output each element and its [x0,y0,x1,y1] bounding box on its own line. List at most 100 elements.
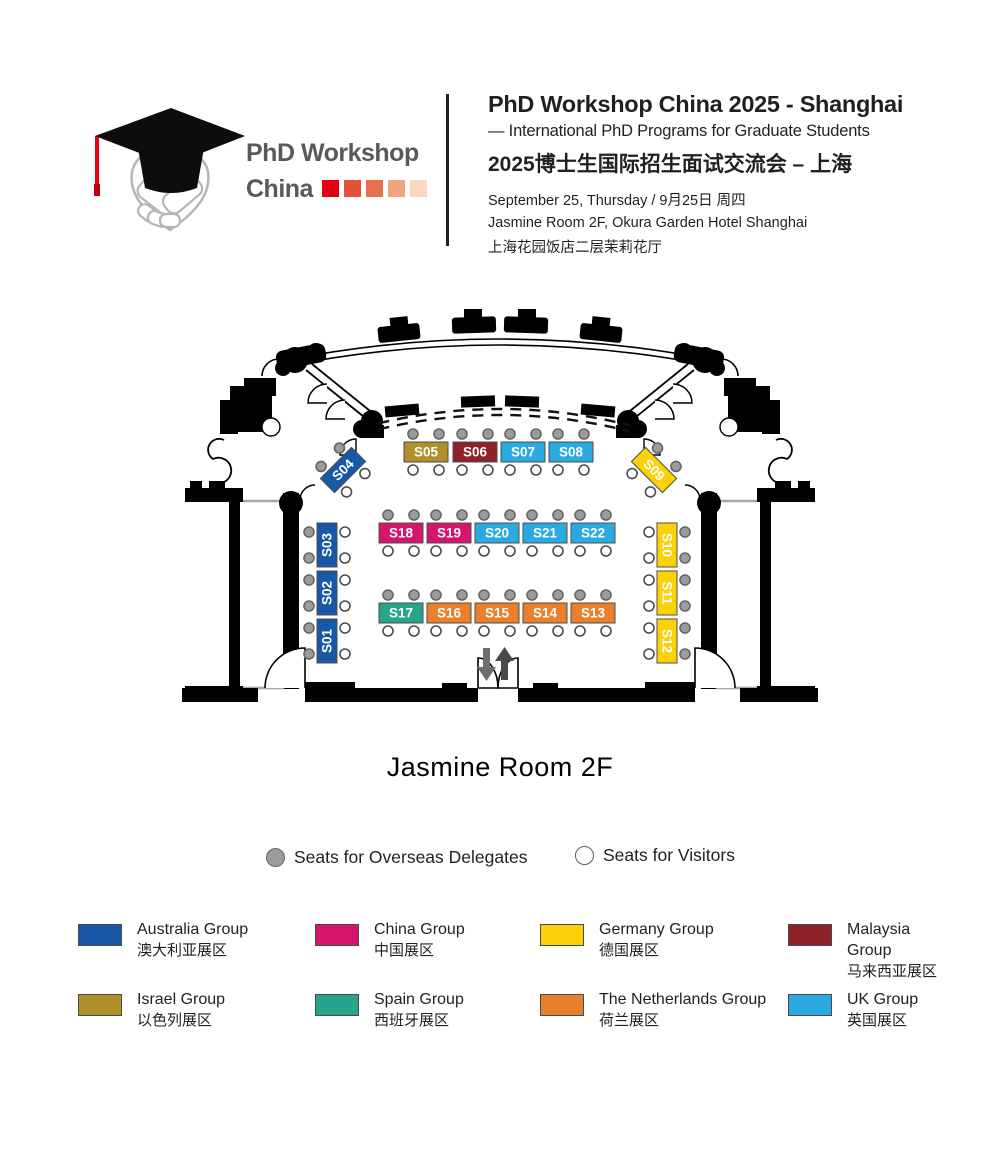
seat-overseas-delegate [303,648,315,660]
table-label-S16: S16 [437,606,462,621]
seat-overseas-delegate [670,460,682,473]
seat-legend-overseas: Seats for Overseas Delegates [266,847,527,868]
table-S21: S21 [522,509,568,557]
table-S13: S13 [570,589,616,637]
seat-visitor [504,464,516,476]
table-rect-S22 [570,522,616,544]
table-S01: S01 [303,618,351,664]
seat-overseas-delegate [315,460,327,473]
seat-visitor [643,552,655,564]
seat-overseas-delegate [303,622,315,634]
legend-name-en-netherlands: The Netherlands Group [599,991,767,1008]
logo-wordmark: PhD Workshop China [246,138,427,206]
logo-square-2 [343,180,361,198]
seat-visitor [643,648,655,660]
seat-overseas-delegate [382,589,394,601]
seat-overseas-delegate [526,509,538,521]
table-S06: S06 [452,428,498,476]
table-label-S02: S02 [320,581,335,605]
event-subtitle: — International PhD Programs for Graduat… [488,122,870,140]
seat-visitor [339,622,351,634]
seat-overseas-delegate [552,509,564,521]
legend-name-cn-netherlands: 荷兰展区 [599,1011,660,1029]
seat-visitor [382,625,394,637]
table-rect-S19 [426,522,472,544]
table-label-S15: S15 [485,606,510,621]
table-S20: S20 [474,509,520,557]
legend-name-cn-china: 中国展区 [374,941,435,959]
legend-name-cn-israel: 以色列展区 [137,1011,213,1029]
table-rect-S01 [316,618,338,664]
seat-overseas-delegate [504,509,516,521]
seat-overseas-delegate [574,589,586,601]
logo-text-line1: PhD Workshop [246,139,419,167]
table-rect-S20 [474,522,520,544]
seat-visitor [530,464,542,476]
table-label-S08: S08 [559,445,584,460]
table-label-S10: S10 [660,533,675,557]
seat-visitor [600,545,612,557]
table-S08: S08 [548,428,594,476]
legend-swatch-israel [78,994,122,1016]
seat-visitor [552,545,564,557]
table-S16: S16 [426,589,472,637]
table-S14: S14 [522,589,568,637]
table-rect-S16 [426,602,472,624]
entrance-arrows [477,647,514,681]
legend-name-en-germany: Germany Group [599,921,714,938]
seat-visitor [408,625,420,637]
table-rect-S18 [378,522,424,544]
table-S11: S11 [643,570,691,616]
table-rect-S09 [630,446,678,494]
table-S04: S04 [315,442,371,498]
legend-swatch-malaysia [788,924,832,946]
seat-visitor [340,486,353,498]
seat-visitor [478,545,490,557]
table-rect-S21 [522,522,568,544]
bottom-wall [182,682,818,702]
legend-swatch-uk [788,994,832,1016]
table-S19: S19 [426,509,472,557]
overseas-seat-icon [266,848,285,867]
seat-visitor [504,545,516,557]
legend-name-en-australia: Australia Group [137,921,249,938]
table-S03: S03 [303,522,351,568]
seat-visitor [456,464,468,476]
seat-visitor [600,625,612,637]
table-rect-S02 [316,570,338,616]
table-label-S20: S20 [485,526,509,541]
seat-visitor [430,625,442,637]
seat-overseas-delegate [504,428,516,440]
table-S10: S10 [643,522,691,568]
seat-visitor [339,648,351,660]
seat-visitor [456,625,468,637]
table-label-S11: S11 [660,581,675,605]
seat-visitor [382,545,394,557]
seat-overseas-delegate [504,589,516,601]
table-label-S14: S14 [533,606,558,621]
table-label-S05: S05 [414,445,439,460]
title-block: PhD Workshop China 2025 - Shanghai — Int… [488,91,993,257]
table-label-S18: S18 [389,526,414,541]
table-rect-S04 [319,446,367,494]
event-venue: Jasmine Room 2F, Okura Garden Hotel Shan… [488,215,808,231]
seat-overseas-delegate [303,552,315,564]
floorplan-architecture [182,309,818,702]
table-label-S17: S17 [389,606,413,621]
seat-visitor [643,600,655,612]
legend-swatch-australia [78,924,122,946]
seat-overseas-delegate [482,428,494,440]
legend-name-cn-uk: 英国展区 [847,1011,908,1029]
seat-overseas-delegate [679,574,691,586]
table-label-S21: S21 [533,526,558,541]
seat-overseas-delegate [600,509,612,521]
legend-name-cn-spain: 西班牙展区 [374,1011,450,1029]
table-label-S19: S19 [437,526,461,541]
floorplan: S01S02S03S04S05S06S07S08S09S10S11S12S13S… [182,309,818,702]
